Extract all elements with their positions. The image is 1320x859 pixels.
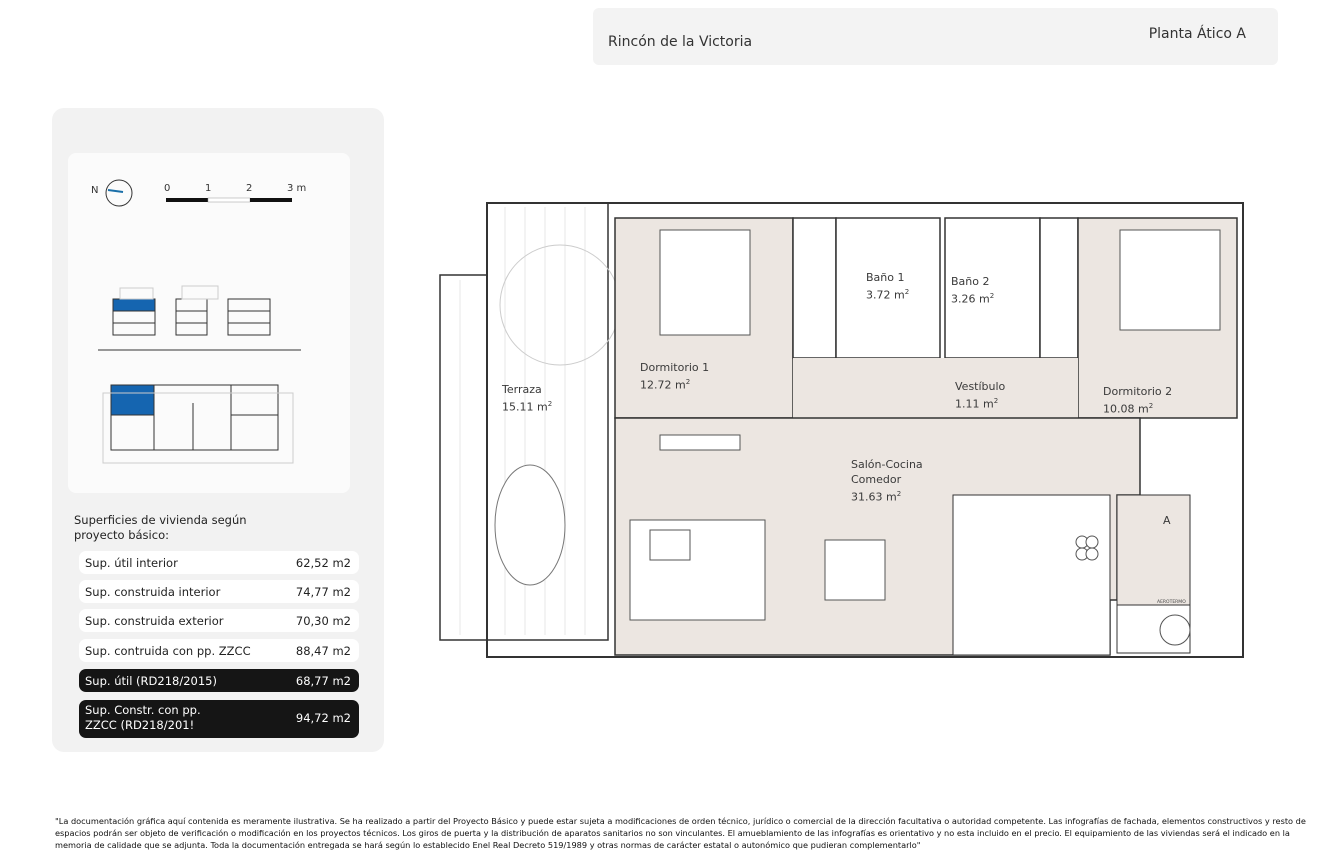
svg-text:2: 2 [246,183,252,194]
compass-icon [105,179,133,207]
surface-row: Sup. construida exterior 70,30 m2 [79,609,359,632]
surface-value: 62,52 m2 [295,556,351,570]
surface-label: Sup. construida interior [85,585,221,599]
surface-value: 88,47 m2 [295,644,351,658]
surfaces-title: Superficies de vivienda según proyecto b… [74,513,247,542]
scale-bar: 0 1 2 3 m [164,183,306,203]
building-section-diagram [98,285,301,351]
legend-graphics: N 0 1 2 3 m [91,179,306,464]
dining-table-icon [494,464,566,586]
aerothermal-label: AEROTERMO [1157,600,1186,605]
surface-value: 94,72 m2 [295,711,351,725]
north-label: N [91,185,98,196]
building-floorplan-diagram [102,384,294,464]
terrace [439,202,621,641]
legend-card: N 0 1 2 3 m [68,153,350,493]
header-bar: Rincón de la Victoria Planta Ático A [593,8,1278,65]
surface-label: Sup. útil interior [85,556,178,570]
double-bed-icon [659,229,751,336]
surface-value: 74,77 m2 [295,585,351,599]
surface-row: Sup. contruida con pp. ZZCC 88,47 m2 [79,639,359,662]
surface-row: Sup. útil interior 62,52 m2 [79,551,359,574]
surface-row-highlight: Sup. Constr. con pp. ZZCC (RD218/201! 94… [79,700,359,738]
info-panel: N 0 1 2 3 m [52,108,384,752]
svg-text:1: 1 [205,183,211,194]
tv-unit-icon [659,434,741,451]
surface-label: Sup. construida exterior [85,614,224,628]
rooms [486,202,1244,658]
floor-title: Planta Ático A [1148,26,1246,42]
disclaimer-footnote: "La documentación gráfica aquí contenida… [55,816,1306,850]
bed-icon [1119,229,1221,331]
entrance-label: A [1163,514,1171,527]
surface-value: 70,30 m2 [295,614,351,628]
furniture [629,229,1221,646]
dining-chairs-icon [824,539,886,601]
surface-row-highlight: Sup. útil (RD218/2015) 68,77 m2 [79,669,359,692]
surface-row: Sup. construida interior 74,77 m2 [79,580,359,603]
surface-label: Sup. útil (RD218/2015) [85,674,217,688]
cooktop-icon [1075,535,1099,561]
surface-label: Sup. contruida con pp. ZZCC [85,644,251,658]
svg-text:3 m: 3 m [287,183,306,194]
location-title: Rincón de la Victoria [608,34,753,50]
floor-plan [439,202,1244,658]
surface-value: 68,77 m2 [295,674,351,688]
svg-text:0: 0 [164,183,170,194]
surface-label: Sup. Constr. con pp. ZZCC (RD218/201! [85,703,201,732]
aerothermal-unit-icon [1159,614,1191,646]
